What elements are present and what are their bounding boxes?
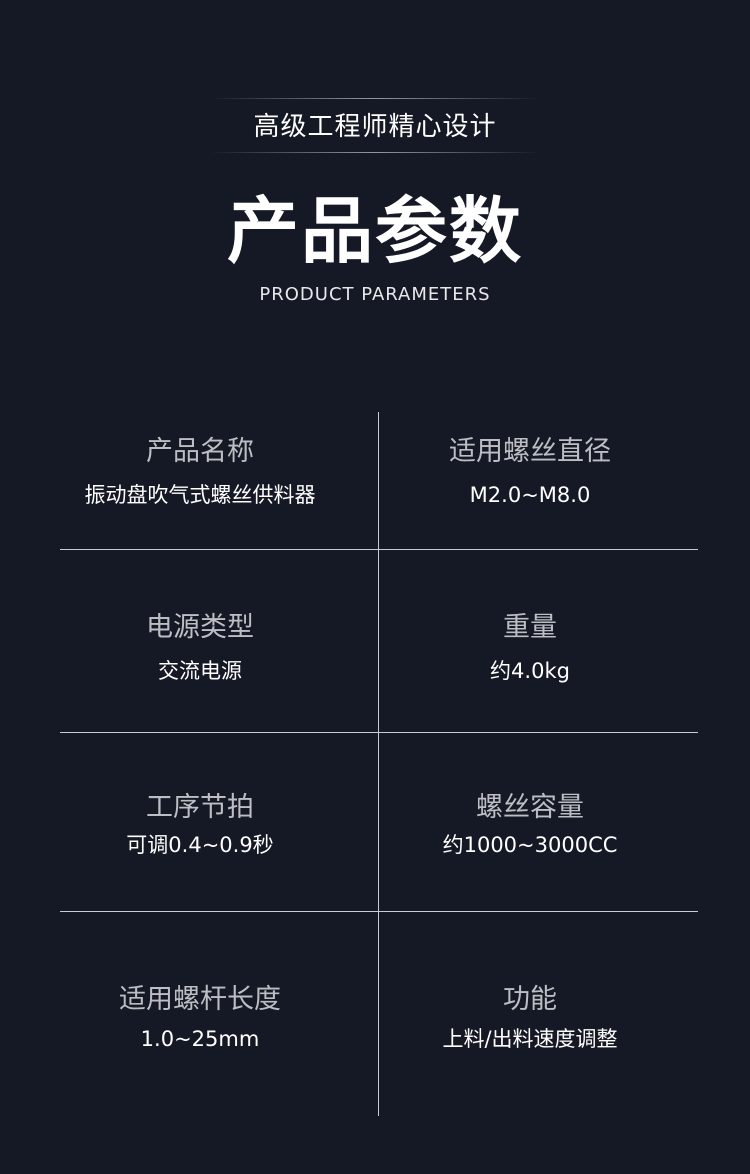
row-divider	[60, 732, 698, 733]
spec-value: 交流电源	[158, 659, 242, 683]
spec-value: 1.0~25mm	[140, 1027, 260, 1051]
spec-cell-product-name: 产品名称 振动盘吹气式螺丝供料器	[60, 436, 340, 508]
column-divider	[378, 412, 379, 1116]
spec-label: 重量	[503, 612, 557, 643]
spec-value: 上料/出料速度调整	[442, 1027, 618, 1051]
spec-cell-screw-diameter: 适用螺丝直径 M2.0~M8.0	[390, 436, 670, 508]
page-subtitle: PRODUCT PARAMETERS	[259, 284, 491, 305]
row-divider	[60, 549, 698, 550]
spec-table: 产品名称 振动盘吹气式螺丝供料器 适用螺丝直径 M2.0~M8.0 电源类型 交…	[60, 412, 698, 1116]
spec-cell-screw-capacity: 螺丝容量 约1000~3000CC	[390, 792, 670, 858]
spec-value: M2.0~M8.0	[469, 483, 591, 507]
spec-cell-cycle-time: 工序节拍 可调0.4~0.9秒	[60, 792, 340, 858]
tagline-banner: 高级工程师精心设计	[0, 96, 750, 156]
spec-cell-function: 功能 上料/出料速度调整	[390, 984, 670, 1052]
spec-cell-power-type: 电源类型 交流电源	[60, 612, 340, 684]
page-header: 高级工程师精心设计 产品参数 PRODUCT PARAMETERS	[0, 0, 750, 330]
spec-label: 螺丝容量	[476, 792, 584, 823]
spec-label: 电源类型	[146, 612, 254, 643]
row-divider	[60, 911, 698, 912]
spec-cell-weight: 重量 约4.0kg	[390, 612, 670, 684]
spec-value: 振动盘吹气式螺丝供料器	[84, 483, 316, 507]
spec-label: 功能	[503, 984, 557, 1015]
spec-label: 适用螺杆长度	[119, 984, 281, 1015]
page-title: 产品参数	[226, 189, 523, 273]
spec-cell-screw-length: 适用螺杆长度 1.0~25mm	[60, 984, 340, 1052]
tagline-text: 高级工程师精心设计	[253, 112, 497, 142]
spec-label: 产品名称	[146, 436, 254, 467]
spec-value: 约1000~3000CC	[442, 833, 618, 857]
spec-value: 约4.0kg	[490, 659, 570, 683]
tagline-bottom-rule	[210, 152, 540, 153]
spec-value: 可调0.4~0.9秒	[126, 833, 274, 857]
spec-label: 适用螺丝直径	[449, 436, 611, 467]
spec-label: 工序节拍	[146, 792, 254, 823]
tagline-top-rule	[210, 98, 540, 99]
